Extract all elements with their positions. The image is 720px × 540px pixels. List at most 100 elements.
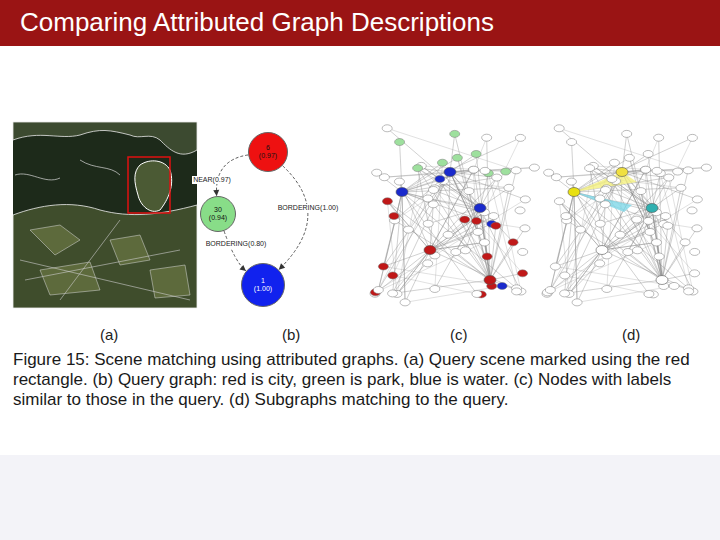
graph-node: [595, 195, 605, 202]
graph-edge: [590, 168, 652, 208]
graph-edge: [559, 201, 580, 229]
graph-node: [609, 159, 619, 166]
graph-node: [518, 270, 528, 277]
land-region: [13, 122, 197, 154]
panel-label: (d): [622, 326, 640, 343]
graph-node: [656, 276, 668, 285]
edge-label: BORDERING(1.00): [277, 204, 340, 212]
graph-node: [450, 130, 460, 137]
graph-node: [508, 239, 518, 246]
relation-connector: [279, 166, 308, 270]
graph-edge: [547, 242, 656, 292]
graph-node: [687, 134, 697, 141]
graph-node: [661, 213, 671, 220]
graph-edge: [387, 128, 516, 170]
graph-node: [403, 226, 413, 233]
graph-edge: [435, 188, 488, 256]
graph-edge: [430, 170, 473, 250]
panel-label: (a): [100, 326, 118, 343]
graph-node: [623, 249, 633, 256]
graph-edge: [384, 168, 534, 178]
graph-node: [423, 220, 433, 227]
graph-edge: [622, 134, 627, 172]
graph-node: [413, 165, 423, 172]
graph-edge: [559, 128, 688, 170]
graph-node: [640, 166, 650, 173]
graph-edge: [397, 250, 430, 294]
graph-node: [602, 285, 612, 292]
graph-edge: [641, 191, 662, 280]
graph-node: [663, 222, 673, 229]
graph-node: [643, 217, 653, 224]
graph-node: [701, 164, 711, 171]
graph-node: [636, 188, 646, 195]
graph-node: [515, 134, 525, 141]
graph-node: [452, 154, 462, 161]
graph-edge: [474, 170, 480, 208]
graph-node: [460, 216, 470, 223]
graph-edge: [448, 212, 484, 235]
graph-node: [595, 260, 605, 267]
graph-node: [443, 231, 453, 238]
graph-node: [575, 226, 585, 233]
graph-node: [395, 139, 405, 146]
graph-edge: [607, 188, 660, 256]
graph-edge: [418, 168, 490, 280]
graph-node: [480, 239, 490, 246]
graph-node: [692, 196, 702, 203]
graph-edge: [476, 221, 522, 273]
graph-node: [372, 169, 382, 176]
graph-edge: [418, 168, 435, 255]
graph-node: [600, 186, 610, 193]
roads: [20, 220, 190, 300]
graph-node: [501, 168, 511, 175]
graph-edge: [555, 266, 674, 285]
graph-edge: [652, 173, 660, 208]
graph-edge: [669, 178, 693, 292]
connector-line: [224, 231, 246, 271]
graph-edge: [430, 204, 433, 250]
graph-edge: [569, 250, 602, 294]
graph-node: [471, 150, 481, 157]
connector-line: [279, 166, 308, 270]
node-label: 1 (1.00): [251, 277, 275, 293]
graph-edge: [648, 221, 694, 273]
graph-node: [641, 166, 651, 173]
panel-label: (c): [450, 326, 468, 343]
image-ground: [13, 122, 197, 308]
graph-edge: [574, 192, 649, 294]
graph-edge: [648, 154, 662, 280]
query-graph-node: 30 (0.94): [200, 196, 236, 232]
graph-edge: [629, 158, 641, 191]
graph-edge: [450, 134, 455, 172]
query-graph-node: 1 (1.00): [241, 263, 285, 307]
graph-node: [544, 169, 554, 176]
graph-node: [692, 225, 702, 232]
query-graph-node: 6 (0.97): [248, 132, 288, 172]
graph-edge: [387, 201, 430, 250]
graph-node: [676, 184, 686, 191]
graph-node: [673, 168, 683, 175]
graph-node: [567, 139, 577, 146]
graph-edge: [476, 154, 490, 280]
graph-node: [480, 167, 490, 174]
graph-node: [518, 248, 528, 255]
edge-label: BORDERING(0.80): [205, 240, 268, 248]
graph-node: [489, 213, 499, 220]
graph-edge: [602, 204, 605, 250]
graph-node: [550, 263, 560, 270]
title-bar: [0, 0, 720, 46]
graph-edge: [387, 201, 408, 229]
graph-edge: [577, 250, 602, 302]
graph-edge: [387, 201, 430, 250]
node-label: 6 (0.97): [256, 144, 280, 160]
graph-node: [646, 204, 658, 213]
graph-node: [690, 248, 700, 255]
graph-node: [687, 207, 697, 214]
graph-node: [382, 198, 392, 205]
graph-edge: [490, 170, 516, 280]
